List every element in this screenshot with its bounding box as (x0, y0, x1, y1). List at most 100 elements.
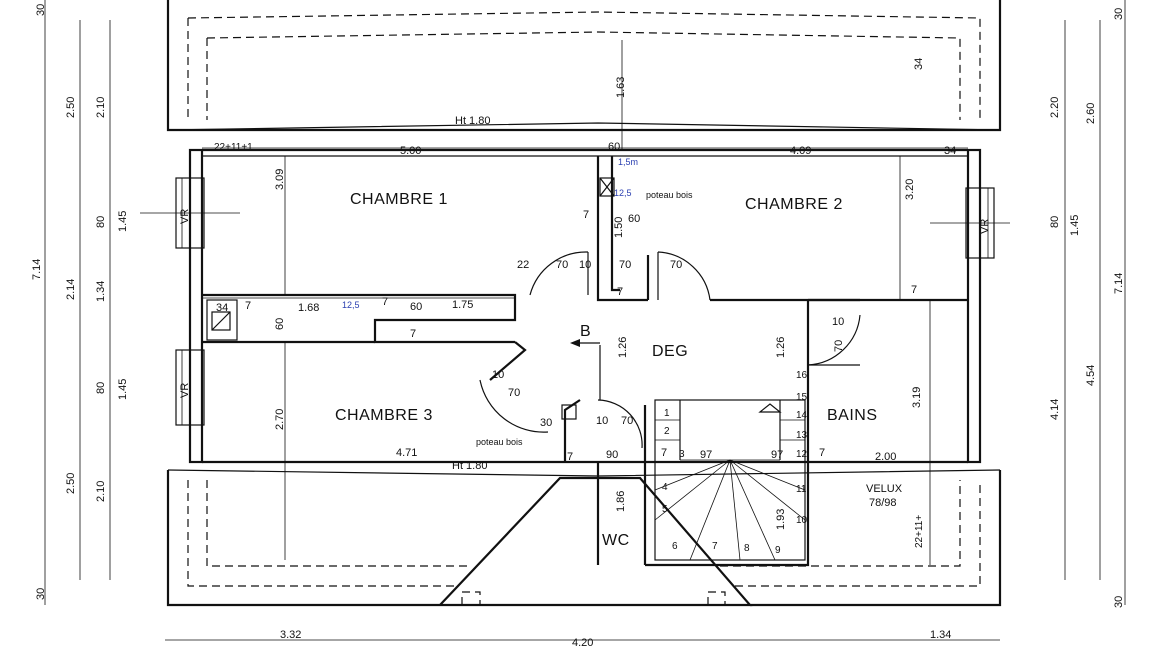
velux-label: VELUX (866, 483, 903, 495)
dim-text: 4.09 (790, 145, 811, 157)
dim-text: 22+11+1 (214, 142, 253, 153)
dim-text: 3.20 (904, 179, 916, 200)
dim-text: 7.14 (1113, 273, 1125, 294)
dim-text: 90 (606, 449, 618, 461)
dim-text: 30 (540, 417, 552, 429)
window-vr-right (930, 187, 1010, 259)
dim-text: 70 (619, 259, 631, 271)
room-label-deg: DEG (652, 343, 688, 360)
stair-step-number: 1 (664, 408, 670, 419)
dim-text: 1.63 (615, 77, 627, 98)
dim-text: 7 (382, 296, 388, 308)
stair-step-number: 13 (796, 430, 808, 441)
dim-text: 5.00 (400, 145, 421, 157)
staircase (654, 399, 806, 561)
dim-text: 1.50 (613, 217, 625, 238)
dim-text: 22 (517, 259, 529, 271)
handwritten-note-1: 12,5 (342, 300, 360, 310)
stair-step-number: 6 (672, 541, 678, 552)
poteau-bois-label-bottom: poteau bois (476, 437, 523, 447)
dim-text: 34 (913, 58, 925, 70)
dim-text: 97 (700, 449, 712, 461)
dim-text: 7 (661, 447, 667, 459)
poteau-bois-label-top: poteau bois (646, 190, 693, 200)
dimension-lines (44, 0, 1126, 641)
height-label-top: Ht 1.80 (455, 115, 490, 127)
dim-text: 70 (508, 387, 520, 399)
dim-text: 2.60 (1085, 103, 1097, 124)
height-label-bottom: Ht 1.80 (452, 460, 487, 472)
window-label-vr-3: VR (979, 219, 991, 234)
dim-text: 3.32 (280, 629, 301, 641)
dim-text: 3.09 (274, 169, 286, 190)
dim-text: 97 (771, 449, 783, 461)
section-marker-b: B (580, 323, 591, 340)
dim-text: 60 (410, 301, 422, 313)
handwritten-note-2: 1,5m (618, 157, 638, 167)
stair-step-number: 15 (796, 392, 808, 403)
dim-text: 30 (1113, 8, 1125, 20)
dim-text: 1.26 (617, 337, 629, 358)
section-arrow (570, 339, 601, 400)
dim-text: 30 (1113, 596, 1125, 608)
dim-text: 30 (35, 4, 47, 16)
doors (479, 251, 861, 449)
interior-walls (202, 156, 968, 567)
dim-text: 70 (556, 259, 568, 271)
roof-top (166, 0, 1002, 132)
stair-step-number: 7 (712, 541, 718, 552)
stair-step-number: 5 (662, 504, 668, 515)
dim-text: 1.93 (775, 509, 787, 530)
room-label-wc: WC (602, 532, 630, 549)
room-label-chambre1: CHAMBRE 1 (350, 191, 448, 208)
dim-text: 22+11+ (914, 515, 925, 548)
dim-text: 60 (628, 213, 640, 225)
dim-text: 7 (410, 328, 416, 340)
dim-text: 3.19 (911, 387, 923, 408)
dim-text: 10 (492, 369, 504, 381)
dim-text: 10 (596, 415, 608, 427)
dim-text: 80 (1049, 216, 1061, 228)
dim-text: 1.45 (117, 211, 129, 232)
dim-text: 2.50 (65, 97, 77, 118)
room-label-chambre2: CHAMBRE 2 (745, 196, 843, 213)
dim-text: 2.00 (875, 451, 896, 463)
window-label-vr-1: VR (179, 209, 191, 224)
dim-text: 7 (567, 451, 573, 463)
dim-text: 60 (274, 318, 286, 330)
stair-step-number: 3 (679, 449, 685, 460)
dim-text: 80 (95, 216, 107, 228)
dim-text: 1.86 (615, 491, 627, 512)
room-label-chambre3: CHAMBRE 3 (335, 407, 433, 424)
dim-text: 1.68 (298, 302, 319, 314)
dim-text: 7 (819, 447, 825, 459)
stair-step-number: 12 (796, 449, 808, 460)
dim-text: 4.14 (1049, 399, 1061, 420)
stair-step-number: 14 (796, 410, 808, 421)
dim-text: 2.10 (95, 97, 107, 118)
dim-text: 80 (95, 382, 107, 394)
stair-step-number: 9 (775, 545, 781, 556)
dim-text: 1.26 (775, 337, 787, 358)
room-label-bains: BAINS (827, 407, 878, 424)
dim-text: 4.71 (396, 447, 417, 459)
velux-size-label: 78/98 (869, 497, 897, 509)
dim-text: 1.45 (117, 379, 129, 400)
dim-text: 4.54 (1085, 365, 1097, 386)
dim-text: 70 (621, 415, 633, 427)
dim-text: 2.10 (95, 481, 107, 502)
stair-numbers: 1 2 3 4 5 6 7 8 9 10 11 12 13 14 15 16 (662, 370, 808, 556)
window-vr-left-top (140, 177, 240, 249)
dim-text: 4.20 (572, 637, 593, 648)
dim-text: 1.45 (1069, 215, 1081, 236)
dim-text: 70 (670, 259, 682, 271)
handwritten-note-3: 12,5 (614, 188, 632, 198)
dim-text: 7.14 (31, 259, 43, 280)
dim-text: 7 (911, 284, 917, 296)
dim-text: 60 (608, 141, 620, 153)
dim-text: 30 (35, 588, 47, 600)
dim-text: 10 (832, 316, 844, 328)
stair-step-number: 8 (744, 543, 750, 554)
dim-text: 10 (579, 259, 591, 271)
